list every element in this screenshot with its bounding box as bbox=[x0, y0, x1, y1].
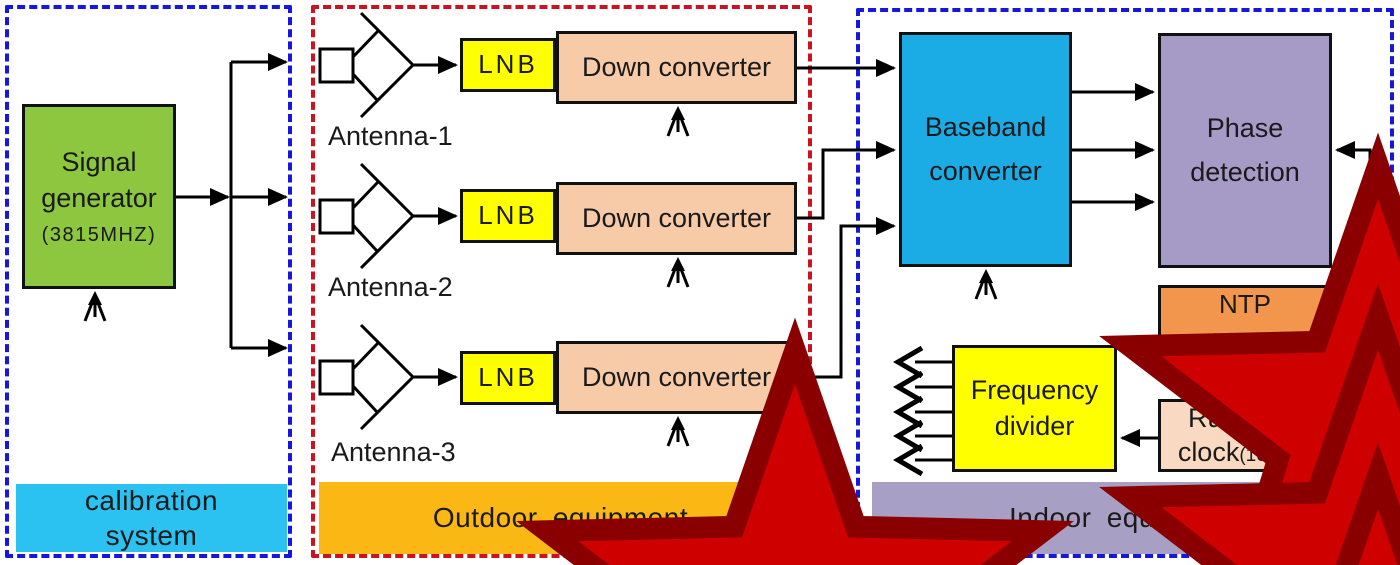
baseband-converter-label: Baseband converter bbox=[924, 112, 1047, 186]
down-converter-box-3: Down converter bbox=[556, 341, 797, 414]
lnb-label-3: LNB bbox=[478, 362, 538, 393]
lnb-box-3: LNB bbox=[460, 351, 556, 405]
frequency-divider-box: Frequency divider bbox=[952, 345, 1117, 472]
rubidium-clock-word: clock bbox=[1177, 436, 1240, 467]
antenna-3-label: Antenna-3 bbox=[331, 437, 456, 467]
antenna-1-label: Antenna-1 bbox=[328, 121, 453, 151]
down-converter-box-2: Down converter bbox=[556, 182, 797, 255]
phase-detection-box: Phase detection bbox=[1158, 33, 1332, 268]
lnb-label-2: LNB bbox=[478, 200, 538, 231]
calibration-system-label-box: calibration system bbox=[16, 484, 287, 552]
down-converter-label-3: Down converter bbox=[581, 361, 772, 392]
lnb-label-1: LNB bbox=[478, 49, 538, 80]
down-converter-label-1: Down converter bbox=[581, 51, 772, 82]
down-converter-label-2: Down converter bbox=[581, 202, 772, 233]
down-converter-box-1: Down converter bbox=[556, 31, 797, 104]
lnb-box-2: LNB bbox=[460, 189, 556, 243]
indoor-equipment-label-box: Indoor equipment bbox=[872, 482, 1379, 554]
signal-generator-box: Signal generator (3815MHZ) bbox=[22, 104, 176, 289]
indoor-equipment-label: Indoor equipment bbox=[1009, 502, 1242, 533]
ntp-server-label: NTP server bbox=[1208, 288, 1282, 353]
signal-generator-frequency: (3815MHZ) bbox=[41, 223, 157, 246]
baseband-converter-box: Baseband converter bbox=[899, 32, 1072, 267]
signal-generator-title: Signal generator bbox=[41, 147, 157, 213]
outdoor-equipment-label-box: Outdoor equipment bbox=[319, 482, 802, 554]
rubidium-clock-line2: clock(10MHz) bbox=[1178, 436, 1312, 470]
lnb-box-1: LNB bbox=[460, 38, 556, 92]
calibration-section-frame bbox=[5, 5, 292, 558]
rubidium-clock-box: Rubidium clock(10MHz) bbox=[1158, 399, 1332, 472]
outdoor-equipment-label: Outdoor equipment bbox=[432, 502, 689, 533]
frequency-divider-label: Frequency divider bbox=[970, 375, 1099, 441]
phase-detection-label: Phase detection bbox=[1190, 113, 1300, 187]
antenna-2-label: Antenna-2 bbox=[328, 272, 453, 302]
rubidium-clock-line1: Rubidium bbox=[1187, 402, 1303, 433]
ntp-server-box: NTP server bbox=[1158, 285, 1332, 358]
rubidium-clock-frequency: (10MHz) bbox=[1239, 444, 1313, 466]
calibration-system-label: calibration system bbox=[84, 485, 219, 551]
